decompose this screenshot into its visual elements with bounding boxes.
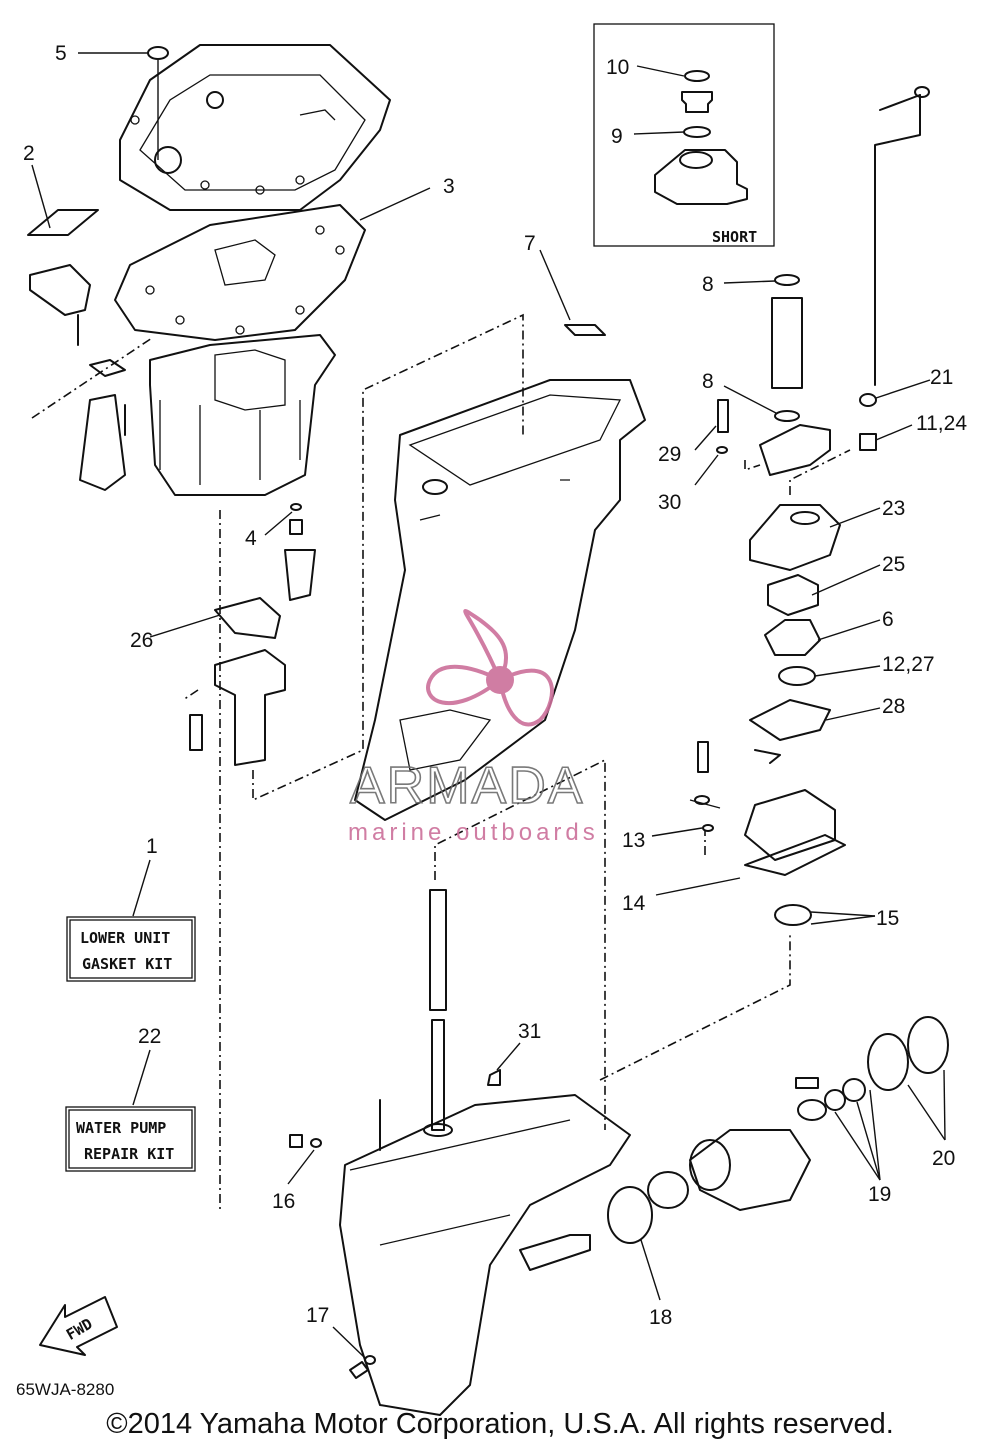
gasket-14 xyxy=(744,834,846,876)
lower-unit-gasket-kit-box: LOWER UNIT GASKET KIT xyxy=(66,916,196,982)
callout-17: 17 xyxy=(306,1304,329,1327)
inset-short-label: SHORT xyxy=(712,228,757,246)
callout-23: 23 xyxy=(882,497,905,520)
callout-13: 13 xyxy=(622,829,645,852)
callout-30: 30 xyxy=(658,491,681,514)
callout-28: 28 xyxy=(882,695,905,718)
callout-12-27: 12,27 xyxy=(882,653,935,676)
short-inset: SHORT xyxy=(593,23,775,247)
water-pump-repair-kit-box: WATER PUMP REPAIR KIT xyxy=(65,1106,196,1172)
callout-10: 10 xyxy=(606,56,629,79)
callout-16: 16 xyxy=(272,1190,295,1213)
part-7 xyxy=(564,324,606,336)
fwd-arrow-icon: FWD xyxy=(39,1296,118,1356)
impeller-26 xyxy=(764,619,821,656)
water-pump-tube xyxy=(771,297,803,389)
pump-housing-23 xyxy=(749,504,841,571)
plate-28 xyxy=(749,699,831,741)
bolt-29 xyxy=(717,399,729,433)
callout-1: 1 xyxy=(146,835,158,858)
kit-box-pump-line1: WATER PUMP xyxy=(76,1119,166,1137)
armada-watermark: ARMADA marine outboards xyxy=(348,609,599,846)
insert-25 xyxy=(767,574,819,616)
callout-22: 22 xyxy=(138,1025,161,1048)
gasket-6 xyxy=(214,597,281,639)
callout-26: 6 xyxy=(882,608,894,631)
callout-29: 29 xyxy=(658,443,681,466)
drive-shaft xyxy=(429,889,447,1011)
kit-box-lower-line2: GASKET KIT xyxy=(82,955,172,973)
water-tube xyxy=(874,94,921,386)
kit-box-lower-line1: LOWER UNIT xyxy=(80,929,170,947)
pump-case xyxy=(744,789,836,861)
callout-20: 20 xyxy=(932,1147,955,1170)
o-ring-20a xyxy=(867,1033,909,1091)
callout-3: 3 xyxy=(443,175,455,198)
callout-9: 9 xyxy=(611,125,623,148)
callout-6: 26 xyxy=(130,629,153,652)
callout-25: 25 xyxy=(882,553,905,576)
diagram-code: 65WJA-8280 xyxy=(16,1380,115,1399)
watermark-brand: ARMADA xyxy=(350,757,584,815)
callout-18: 18 xyxy=(649,1306,672,1329)
callout-19: 19 xyxy=(868,1183,891,1206)
callout-21: 21 xyxy=(930,366,953,389)
leader-lines xyxy=(31,52,946,1358)
exhaust-tube xyxy=(214,649,286,766)
lower-casing xyxy=(339,1094,631,1416)
callout-4: 4 xyxy=(245,527,257,550)
callout-8-upper: 8 xyxy=(702,273,714,296)
o-ring-12-27 xyxy=(778,666,816,686)
upper-casing xyxy=(354,379,646,821)
exhaust-manifold xyxy=(149,334,336,496)
callout-7: 7 xyxy=(524,232,536,255)
callout-8-lower: 8 xyxy=(702,370,714,393)
callout-15: 15 xyxy=(876,907,899,930)
callout-14: 14 xyxy=(622,892,646,915)
seal-5 xyxy=(147,46,169,60)
exhaust-guide xyxy=(119,44,391,211)
o-ring-20b xyxy=(907,1016,949,1074)
plate-left xyxy=(29,264,91,316)
part-31 xyxy=(487,1069,501,1086)
callout-31: 31 xyxy=(518,1020,541,1043)
kit-box-pump-line2: REPAIR KIT xyxy=(84,1145,174,1163)
gasket-2 xyxy=(27,209,99,236)
propeller-logo-icon xyxy=(426,609,554,727)
bearing xyxy=(647,1171,689,1209)
callout-5: 5 xyxy=(55,42,67,65)
copyright-notice: ©2014 Yamaha Motor Corporation, U.S.A. A… xyxy=(106,1408,894,1440)
seal-15 xyxy=(774,904,812,926)
callout-11-24: 11,24 xyxy=(916,412,967,435)
watermark-tagline: marine outboards xyxy=(348,819,599,846)
gasket-3 xyxy=(114,204,366,341)
callout-2: 2 xyxy=(23,142,35,165)
o-ring-18 xyxy=(607,1186,653,1244)
prop-shaft-housing xyxy=(689,1129,811,1211)
